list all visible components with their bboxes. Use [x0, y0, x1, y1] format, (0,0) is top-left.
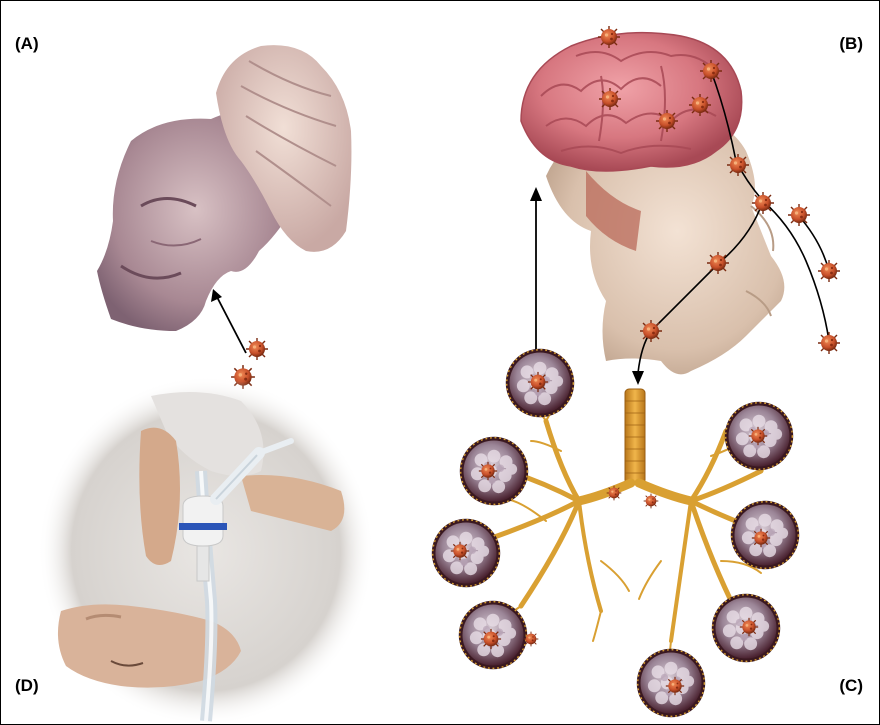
virus-particle-icon: [707, 252, 729, 274]
panel-label-a: (A): [15, 34, 39, 54]
virus-particle-icon: [451, 542, 469, 560]
virus-particle-icon: [640, 320, 662, 342]
virus-particle-icon: [752, 192, 774, 214]
virus-particle-icon: [479, 462, 497, 480]
arrow-icon: [632, 371, 644, 385]
virus-particle-icon: [246, 338, 268, 360]
virus-particle-icon: [524, 632, 539, 647]
virus-particle-icon: [727, 154, 749, 176]
arrow-icon: [530, 187, 542, 201]
lungs-icon: [432, 349, 799, 717]
virus-particle-icon: [749, 427, 767, 445]
virus-particle-icon: [752, 529, 770, 547]
virus-particle-icon: [788, 204, 810, 226]
panel-a-illustration: [97, 45, 351, 389]
virus-particle-icon: [644, 494, 659, 509]
virus-particle-icon: [481, 629, 501, 649]
virus-particle-icon: [666, 677, 684, 695]
panel-d-illustration: [38, 376, 374, 724]
virus-particle-icon: [656, 110, 678, 132]
virus-particle-icon: [818, 332, 840, 354]
virus-particle-icon: [599, 88, 621, 110]
virus-particle-icon: [607, 486, 622, 501]
virus-particle-icon: [689, 94, 711, 116]
virus-particle-icon: [700, 60, 722, 82]
arrow-icon: [211, 289, 222, 302]
virus-particle-icon: [740, 618, 758, 636]
virus-particle-icon: [528, 372, 548, 392]
panel-label-c: (C): [839, 676, 863, 696]
panel-label-d: (D): [15, 676, 39, 696]
panel-label-b: (B): [839, 34, 863, 54]
alveoli-cluster: [432, 349, 799, 717]
panel-b-illustration: [521, 26, 840, 385]
virus-particle-icon: [818, 260, 840, 282]
virus-particle-icon: [598, 26, 620, 48]
panel-c-illustration: [432, 349, 799, 717]
